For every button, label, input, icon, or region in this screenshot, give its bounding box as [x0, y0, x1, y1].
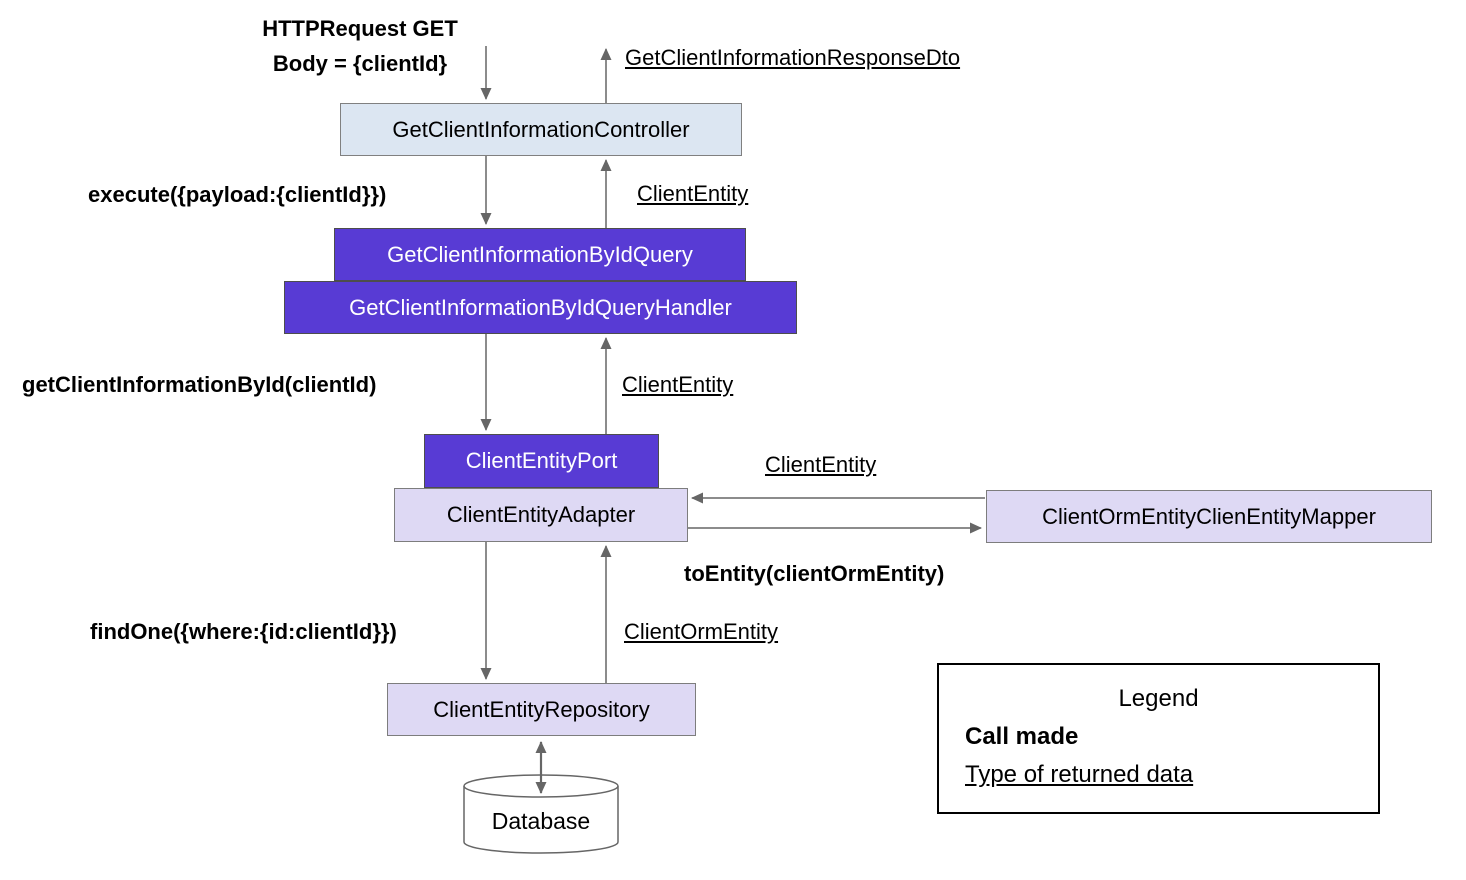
http-request-line1: HTTPRequest GET: [262, 16, 458, 41]
execute-call-label: execute({payload:{clientId}}): [88, 182, 387, 207]
client-entity-to-handler-return-label: ClientEntity: [622, 372, 734, 397]
repository-node: ClientEntityRepository: [387, 683, 696, 736]
legend-call-made-label: Call made: [965, 723, 1079, 750]
client-orm-entity-return-label: ClientOrmEntity: [624, 619, 779, 644]
client-entity-to-controller-return-label: ClientEntity: [637, 181, 749, 206]
legend-box: Legend Call made Type of returned data: [937, 663, 1380, 814]
http-request-line2: Body = {clientId}: [272, 51, 448, 76]
get-client-information-by-id-call-label: getClientInformationById(clientId): [22, 372, 377, 397]
find-one-call-label: findOne({where:{id:clientId}}): [90, 619, 397, 644]
adapter-node: ClientEntityAdapter: [394, 488, 688, 542]
legend-title: Legend: [1118, 685, 1199, 712]
client-entity-to-adapter-return-label: ClientEntity: [765, 452, 877, 477]
to-entity-call-label: toEntity(clientOrmEntity): [684, 561, 945, 586]
http-request-label: HTTPRequest GET Body = {clientId}: [230, 11, 490, 81]
mapper-node: ClientOrmEntityClienEntityMapper: [986, 490, 1432, 543]
port-node: ClientEntityPort: [424, 434, 659, 488]
query-node: GetClientInformationByIdQuery: [334, 228, 746, 281]
response-dto-return-label: GetClientInformationResponseDto: [625, 45, 961, 70]
legend-returned-data-label: Type of returned data: [965, 761, 1194, 788]
controller-node: GetClientInformationController: [340, 103, 742, 156]
query-handler-node: GetClientInformationByIdQueryHandler: [284, 281, 797, 334]
database-label: Database: [491, 808, 591, 834]
